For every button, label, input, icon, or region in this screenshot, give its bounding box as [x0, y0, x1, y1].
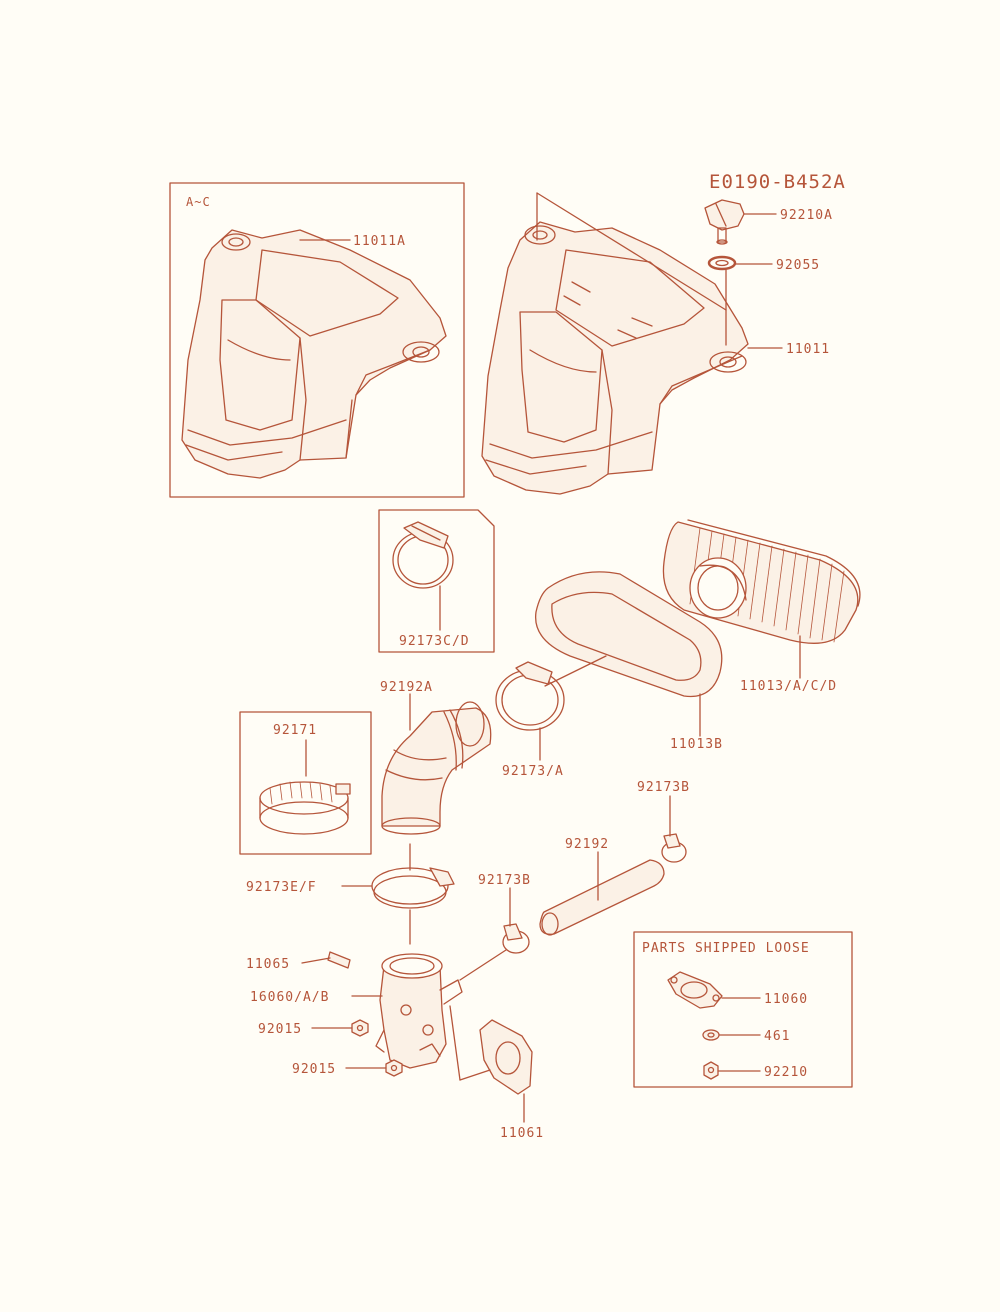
- label-92015-a: 92015: [258, 1022, 302, 1037]
- label-461: 461: [764, 1029, 790, 1044]
- loose-box-title: PARTS SHIPPED LOOSE: [642, 941, 810, 956]
- band-clamp-92171: [259, 781, 351, 835]
- leader-cover-diag: [536, 192, 727, 311]
- gasket-11061: [479, 1019, 533, 1095]
- leader-hose-to-pipe: [459, 949, 507, 981]
- air-cleaner-cover-11011: [481, 221, 749, 495]
- label-11013acd: 11013/A/C/D: [740, 679, 837, 694]
- clamp-92173a: [495, 661, 565, 731]
- diagram-code: E0190-B452A: [709, 171, 846, 193]
- air-cleaner-cover-11011a: [181, 229, 447, 479]
- label-92210a: 92210A: [780, 208, 833, 223]
- inlet-pipe-16060: [375, 953, 463, 1069]
- label-11011a: 11011A: [353, 234, 406, 249]
- label-16060ab: 16060/A/B: [250, 990, 329, 1005]
- filter-element-11013: [662, 519, 861, 644]
- loose-parts-box: [633, 931, 853, 1088]
- label-92192a: 92192A: [380, 680, 433, 695]
- leader-gasket-b: [459, 1069, 491, 1081]
- clamp-92173ef: [371, 867, 455, 909]
- pre-cleaner-11013b: [534, 571, 723, 698]
- nut-92015-b: [385, 1059, 403, 1077]
- label-92171: 92171: [273, 723, 317, 738]
- elbow-hose-92192a: [381, 701, 492, 835]
- leader-gasket-a: [449, 1005, 461, 1081]
- variant-box-label: A~C: [186, 195, 211, 209]
- label-92173a: 92173/A: [502, 764, 564, 779]
- leader-clamp-filter: [544, 655, 607, 687]
- label-92173b-top: 92173B: [637, 780, 690, 795]
- washer-92055: [707, 255, 737, 271]
- label-92015-b: 92015: [292, 1062, 336, 1077]
- label-11060: 11060: [764, 992, 808, 1007]
- wing-knob-92210a: [704, 199, 745, 245]
- label-92055: 92055: [776, 258, 820, 273]
- gasket-11060: [667, 971, 723, 1009]
- clamp-detail-box: [378, 509, 495, 653]
- nut-92015-a: [351, 1019, 369, 1037]
- label-92192: 92192: [565, 837, 609, 852]
- label-92173ef: 92173E/F: [246, 880, 317, 895]
- label-11011: 11011: [786, 342, 830, 357]
- pin-11065: [327, 951, 351, 969]
- variant-box: [169, 182, 465, 498]
- leader-11065: [301, 957, 331, 964]
- label-11065: 11065: [246, 957, 290, 972]
- small-clamp-92173b-mid: [502, 923, 530, 954]
- band-clamp-detail-box: [239, 711, 372, 855]
- nut-92210: [703, 1061, 719, 1080]
- small-clamp-92173b-top: [661, 833, 687, 863]
- label-92173cd: 92173C/D: [399, 634, 470, 649]
- clamp-92173cd: [392, 521, 454, 589]
- hose-92192: [539, 859, 665, 936]
- label-11013b: 11013B: [670, 737, 723, 752]
- washer-461: [702, 1029, 720, 1041]
- label-92210: 92210: [764, 1065, 808, 1080]
- label-11061: 11061: [500, 1126, 544, 1141]
- label-92173b-mid: 92173B: [478, 873, 531, 888]
